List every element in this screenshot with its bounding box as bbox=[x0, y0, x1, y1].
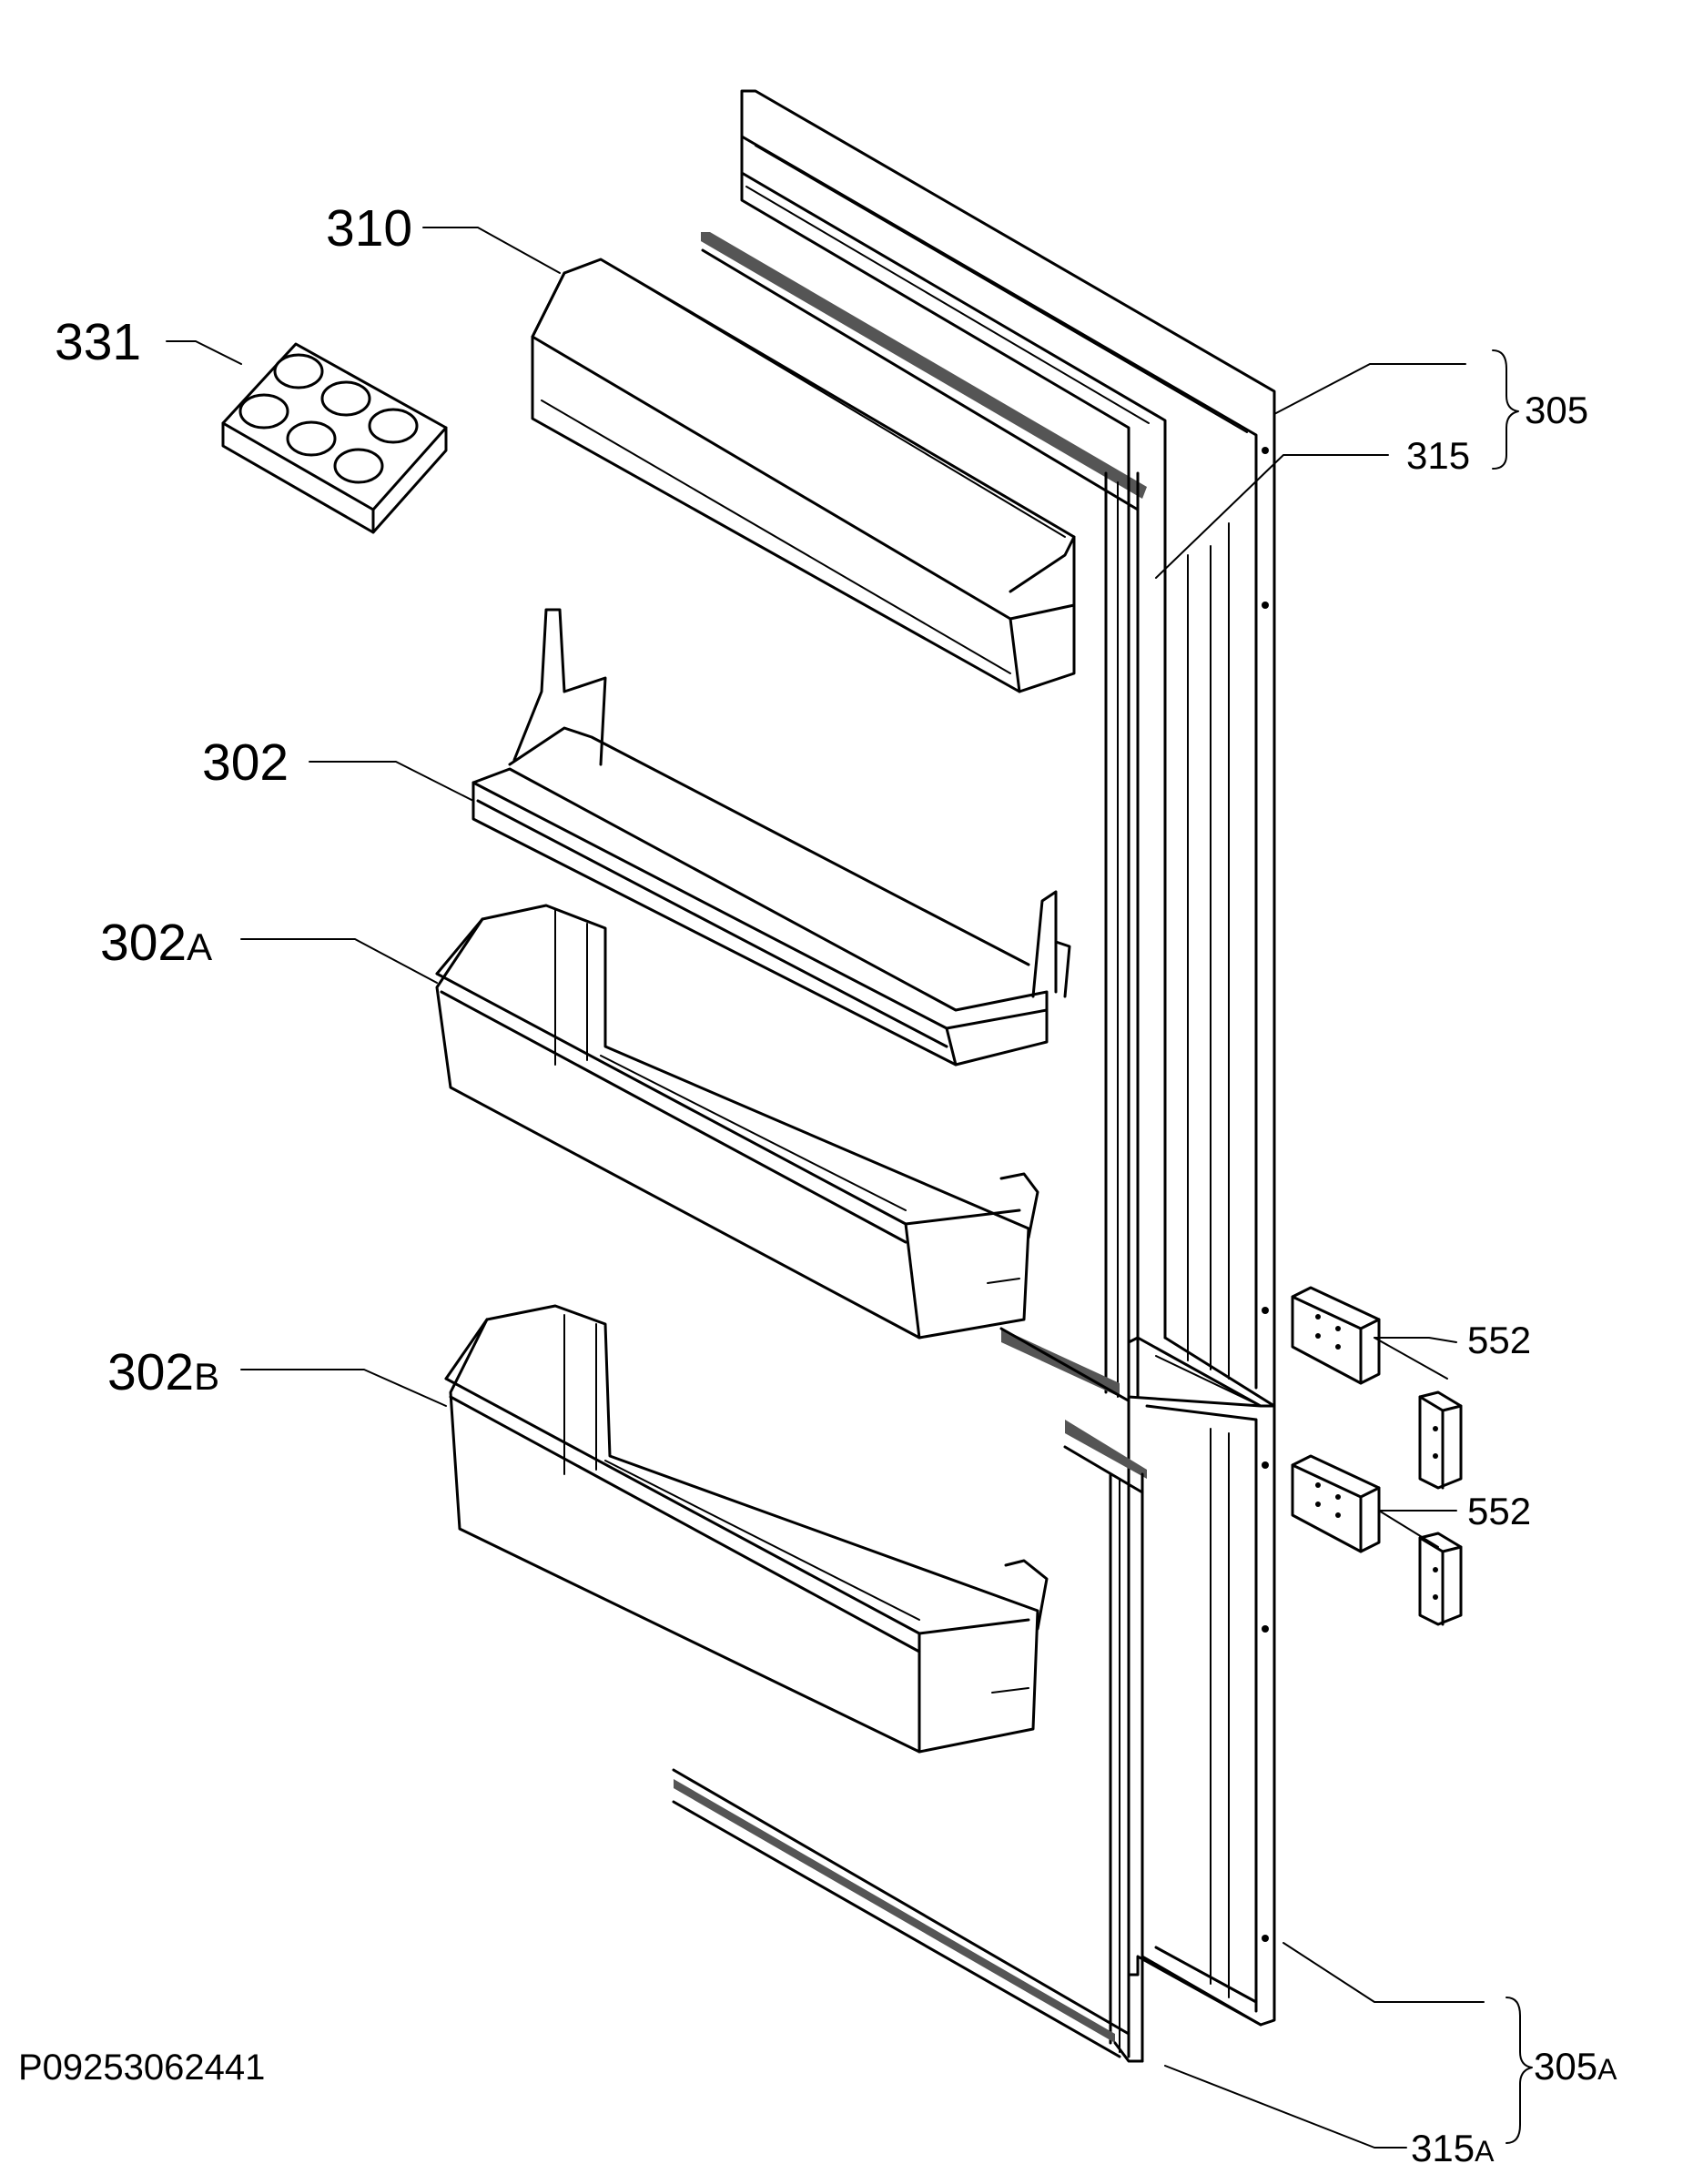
part-302-door-shelf bbox=[471, 608, 1071, 1067]
label-315: 315 bbox=[1406, 434, 1470, 477]
brace-305a bbox=[1506, 1997, 1533, 2144]
label-305a: 305A bbox=[1534, 2045, 1617, 2088]
label-315a: 315A bbox=[1411, 2127, 1495, 2169]
part-331-egg-tray bbox=[221, 342, 448, 534]
part-552-hinge-top bbox=[1291, 1286, 1463, 1490]
label-552-top: 552 bbox=[1467, 1319, 1531, 1361]
upper-door-gasket bbox=[701, 232, 1147, 1408]
lower-door-gasket bbox=[672, 1420, 1147, 2063]
label-552-bottom: 552 bbox=[1467, 1490, 1531, 1532]
part-302b-door-bin bbox=[444, 1304, 1049, 1754]
upper-door-panel bbox=[740, 89, 1276, 1408]
label-302b: 302B bbox=[107, 1343, 219, 1401]
label-310: 310 bbox=[326, 199, 412, 258]
leader-lines bbox=[166, 227, 1485, 2149]
label-302: 302 bbox=[202, 733, 289, 792]
part-310-dairy-compartment bbox=[531, 258, 1076, 693]
part-302a-door-bin bbox=[435, 904, 1039, 1340]
label-331: 331 bbox=[55, 313, 141, 371]
brace-305 bbox=[1492, 349, 1519, 470]
part-552-hinge-bottom bbox=[1291, 1454, 1463, 1626]
label-305: 305 bbox=[1525, 389, 1588, 431]
drawing-code: P09253062441 bbox=[18, 2048, 265, 2088]
lower-door-panel bbox=[1127, 1395, 1276, 2027]
label-302a: 302A bbox=[100, 914, 212, 972]
